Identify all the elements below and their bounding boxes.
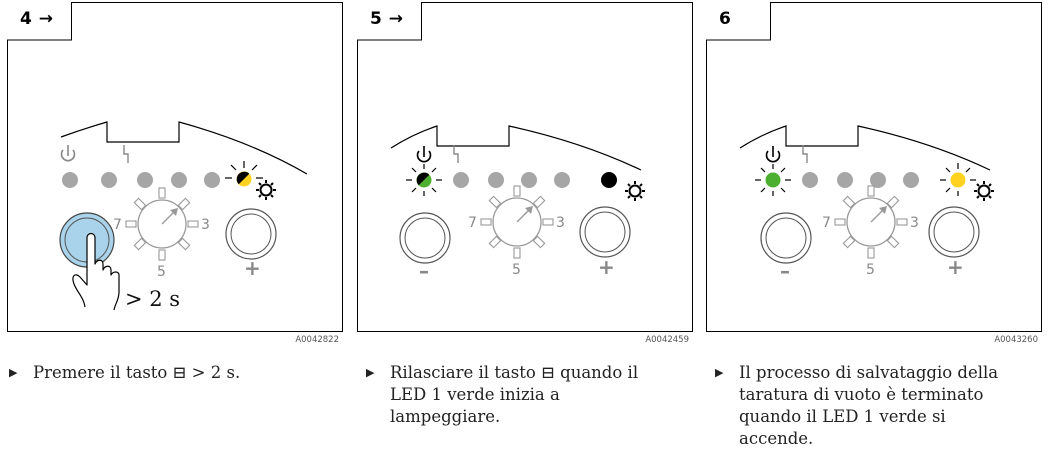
dial-label-7: 7 xyxy=(468,215,477,231)
lightning-icon xyxy=(453,145,459,163)
selector-dial[interactable]: 7 3 5 xyxy=(468,185,565,278)
selector-dial[interactable]: 7 3 5 xyxy=(113,187,210,280)
minus-button[interactable] xyxy=(760,212,812,264)
dial-label-7: 7 xyxy=(822,215,831,231)
step-number: 6 xyxy=(719,9,732,29)
led-status-on xyxy=(940,163,976,196)
power-icon xyxy=(416,146,432,163)
instruction-6: ▶ Il processo di salvataggio della tarat… xyxy=(715,362,1015,450)
dial-label-3: 3 xyxy=(201,217,210,233)
led-2 xyxy=(101,172,117,188)
dial-label-5: 5 xyxy=(512,262,521,278)
plus-label: + xyxy=(244,256,261,280)
bullet-arrow-icon: ▶ xyxy=(715,366,724,379)
device-illustration-5: – 7 3 5 + xyxy=(357,2,693,332)
led-5 xyxy=(554,172,570,188)
figure-code: A0043260 xyxy=(994,335,1038,345)
minus-button[interactable] xyxy=(399,212,451,264)
led-4 xyxy=(870,172,886,188)
figure-code: A0042459 xyxy=(645,335,689,345)
led-2 xyxy=(802,172,818,188)
plus-button[interactable] xyxy=(579,206,631,258)
led-3 xyxy=(488,172,504,188)
gear-icon xyxy=(256,180,276,200)
led-5 xyxy=(903,172,919,188)
selector-dial[interactable]: 7 3 5 xyxy=(822,185,919,278)
bullet-arrow-icon: ▶ xyxy=(9,366,18,379)
led-1 xyxy=(62,172,78,188)
power-icon xyxy=(765,146,781,163)
minus-label: – xyxy=(419,259,429,283)
plus-button[interactable] xyxy=(225,208,277,260)
led-5 xyxy=(204,172,220,188)
step-panel-5: – 7 3 5 + 5 → A0042459 xyxy=(357,2,693,345)
instruction-text: Premere il tasto ⊟ > 2 s. xyxy=(33,363,241,382)
instruction-5: ▶ Rilasciare il tasto ⊟ quando il LED 1 … xyxy=(366,362,666,428)
gear-icon xyxy=(625,181,645,201)
led-3 xyxy=(837,172,853,188)
press-duration: > 2 s xyxy=(125,287,180,311)
lightning-icon xyxy=(802,145,808,163)
power-icon xyxy=(60,145,76,162)
minus-label: – xyxy=(780,259,790,283)
dial-label-3: 3 xyxy=(556,215,565,231)
plus-label: + xyxy=(598,255,615,279)
gear-icon xyxy=(974,181,994,201)
instruction-text: Il processo di salvataggio della taratur… xyxy=(739,363,999,448)
instruction-4: ▶ Premere il tasto ⊟ > 2 s. xyxy=(9,362,309,384)
dial-label-7: 7 xyxy=(113,217,122,233)
led-4 xyxy=(171,172,187,188)
plus-label: + xyxy=(947,255,964,279)
led-3 xyxy=(137,172,153,188)
lightning-icon xyxy=(123,145,129,163)
led-status xyxy=(601,172,617,188)
dial-label-5: 5 xyxy=(866,262,875,278)
led-1-on xyxy=(755,164,791,196)
step-number: 5 → xyxy=(370,9,404,29)
plus-button[interactable] xyxy=(928,206,980,258)
led-status-blinking xyxy=(225,161,263,187)
led-1-blinking xyxy=(406,164,442,196)
figure-code: A0042822 xyxy=(295,335,339,345)
device-illustration-4: 7 3 5 + > 2 s xyxy=(7,2,343,332)
step-number: 4 → xyxy=(20,9,54,29)
step-panel-4: 7 3 5 + > 2 s 4 → A0042822 xyxy=(7,2,343,345)
bullet-arrow-icon: ▶ xyxy=(366,366,375,379)
dial-label-5: 5 xyxy=(157,264,166,280)
dial-label-3: 3 xyxy=(910,215,919,231)
hand-icon xyxy=(72,232,120,311)
led-4 xyxy=(521,172,537,188)
instruction-text: Rilasciare il tasto ⊟ quando il LED 1 ve… xyxy=(390,363,639,426)
device-illustration-6: – 7 3 5 + xyxy=(706,2,1042,332)
led-2 xyxy=(453,172,469,188)
step-panel-6: – 7 3 5 + 6 A0043260 xyxy=(706,2,1042,345)
